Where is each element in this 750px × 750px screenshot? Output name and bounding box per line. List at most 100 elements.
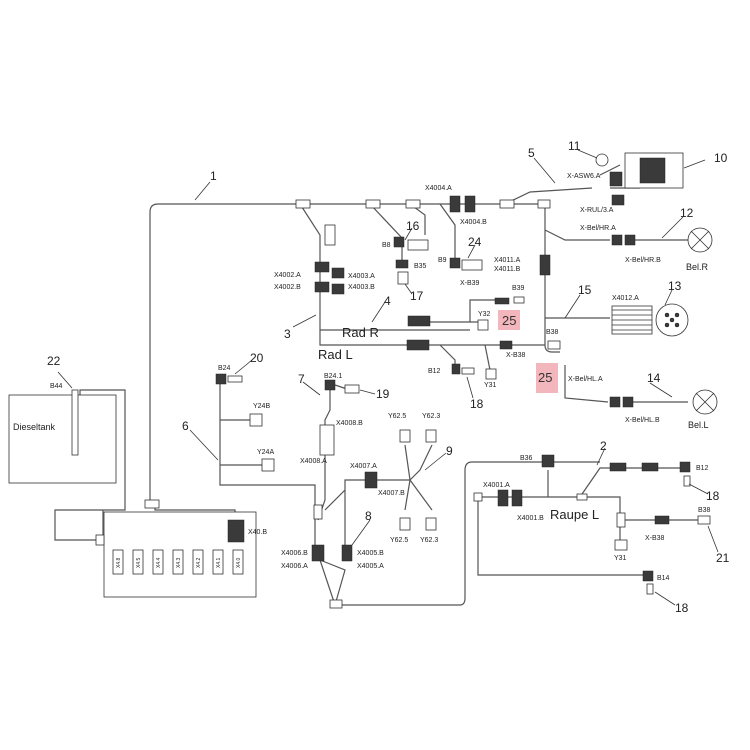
label-x-bel-hlb: X-Bel/HL.B (625, 417, 660, 424)
callout-20: 20 (250, 351, 264, 365)
callout-11: 11 (568, 139, 581, 153)
callout-24: 24 (468, 235, 482, 249)
callout-19: 19 (376, 387, 390, 401)
harness-rad-r: Rad R (342, 325, 379, 340)
callout-1: 1 (210, 169, 217, 183)
label-b12-top: B12 (428, 368, 441, 375)
svg-text:25: 25 (538, 370, 552, 385)
label-b12-bot: B12 (696, 465, 709, 472)
label-b39: B39 (512, 285, 525, 292)
leader-lines (57, 149, 719, 606)
label-x4006b: X4006.B (281, 550, 308, 557)
label-b8: B8 (382, 242, 391, 249)
label-x4003b: X4003.B (348, 284, 375, 291)
label-y31-bot: Y31 (614, 555, 627, 562)
callout-numbers: 1 2 3 4 5 6 7 8 9 10 11 12 13 14 15 16 1… (47, 139, 730, 615)
callout-16: 16 (406, 219, 420, 233)
callout-17: 17 (410, 289, 424, 303)
label-b9: B9 (438, 257, 447, 264)
callout-12: 12 (680, 206, 694, 220)
label-x4011b: X4011.B (494, 266, 521, 273)
lamp-left (692, 389, 718, 415)
label-x-b39: X-B39 (460, 280, 480, 287)
dieseltank-box (8, 394, 117, 484)
callout-13: 13 (668, 279, 682, 293)
label-y32: Y32 (478, 311, 491, 318)
lamp-right (687, 227, 713, 253)
fuse-label: X4.1 (216, 557, 222, 568)
callout-22: 22 (47, 354, 61, 368)
label-x4007a: X4007.A (350, 463, 377, 470)
callout-15: 15 (578, 283, 592, 297)
label-x4005b: X4005.B (357, 550, 384, 557)
label-x4002b: X4002.B (274, 284, 301, 291)
label-x-b38-top: X-B38 (506, 352, 526, 359)
callout-3: 3 (284, 327, 291, 341)
label-y625-top: Y62.5 (388, 413, 406, 420)
harness-rad-l: Rad L (318, 347, 353, 362)
label-x-bel-hla: X-Bel/HL.A (568, 376, 603, 383)
label-x-asw6a: X-ASW6.A (567, 173, 601, 180)
fuse-label: X4.4 (156, 557, 162, 568)
label-b24: B24 (218, 365, 231, 372)
harness-raupe-l: Raupe L (550, 507, 599, 522)
label-y24a: Y24A (257, 449, 274, 456)
label-x4007b: X4007.B (378, 490, 405, 497)
callout-21: 21 (716, 551, 730, 565)
callout-18-b14: 18 (675, 601, 689, 615)
callout-2: 2 (600, 439, 607, 453)
callout-8: 8 (365, 509, 372, 523)
label-x4004a: X4004.A (425, 185, 452, 192)
label-x40b: X40.B (248, 529, 267, 536)
ecu-fuses: X4.8 X4.5 X4.4 X4.3 X4.2 X4.1 X4.0 (112, 549, 244, 575)
label-x4003a: X4003.A (348, 273, 375, 280)
dieseltank-label: Dieseltank (13, 422, 56, 432)
label-x4004b: X4004.B (460, 219, 487, 226)
label-x4001b: X4001.B (517, 515, 544, 522)
callout-14: 14 (647, 371, 661, 385)
svg-text:25: 25 (502, 313, 516, 328)
lamp-right-label: Bel.R (686, 262, 709, 272)
callout-4: 4 (384, 294, 391, 308)
label-x-rul3a: X-RUL/3.A (580, 207, 614, 214)
label-y623-top: Y62.3 (422, 413, 440, 420)
label-y31-top: Y31 (484, 382, 497, 389)
label-b38-bot: B38 (698, 507, 711, 514)
highlight-25-bottom: 25 (536, 363, 558, 393)
callout-7: 7 (298, 372, 305, 386)
label-b24-1: B24.1 (324, 373, 342, 380)
label-x4012a: X4012.A (612, 295, 639, 302)
label-x4002a: X4002.A (274, 272, 301, 279)
fuse-label: X4.5 (136, 557, 142, 568)
callout-9: 9 (446, 444, 453, 458)
label-x4005a: X4005.A (357, 563, 384, 570)
label-y625-bot: Y62.5 (390, 537, 408, 544)
components (8, 152, 718, 609)
label-y24b: Y24B (253, 403, 270, 410)
callout-10: 10 (714, 151, 728, 165)
label-b36: B36 (520, 455, 533, 462)
callout-18-raupe: 18 (706, 489, 720, 503)
label-x4011a: X4011.A (494, 257, 521, 264)
label-y623-bot: Y62.3 (420, 537, 438, 544)
highlight-25-top: 25 (498, 310, 520, 330)
fuse-label: X4.0 (236, 557, 242, 568)
label-b44: B44 (50, 383, 63, 390)
label-b35: B35 (414, 263, 427, 270)
label-b38-top: B38 (546, 329, 559, 336)
fuse-label: X4.2 (196, 557, 202, 568)
label-x-b38-bot: X-B38 (645, 535, 665, 542)
callout-18-rad: 18 (470, 397, 484, 411)
connector-labels: X4004.A X4004.B X-ASW6.A X-RUL/3.A X-Bel… (50, 173, 711, 582)
label-x-bel-hrb: X-Bel/HR.B (625, 257, 661, 264)
label-x-bel-hra: X-Bel/HR.A (580, 225, 616, 232)
label-x4008b: X4008.B (336, 420, 363, 427)
label-x4001a: X4001.A (483, 482, 510, 489)
label-b14: B14 (657, 575, 670, 582)
fuse-label: X4.8 (116, 557, 122, 568)
label-x4008a: X4008.A (300, 458, 327, 465)
lamp-left-label: Bel.L (688, 420, 709, 430)
fuse-label: X4.3 (176, 557, 182, 568)
label-x4006a: X4006.A (281, 563, 308, 570)
